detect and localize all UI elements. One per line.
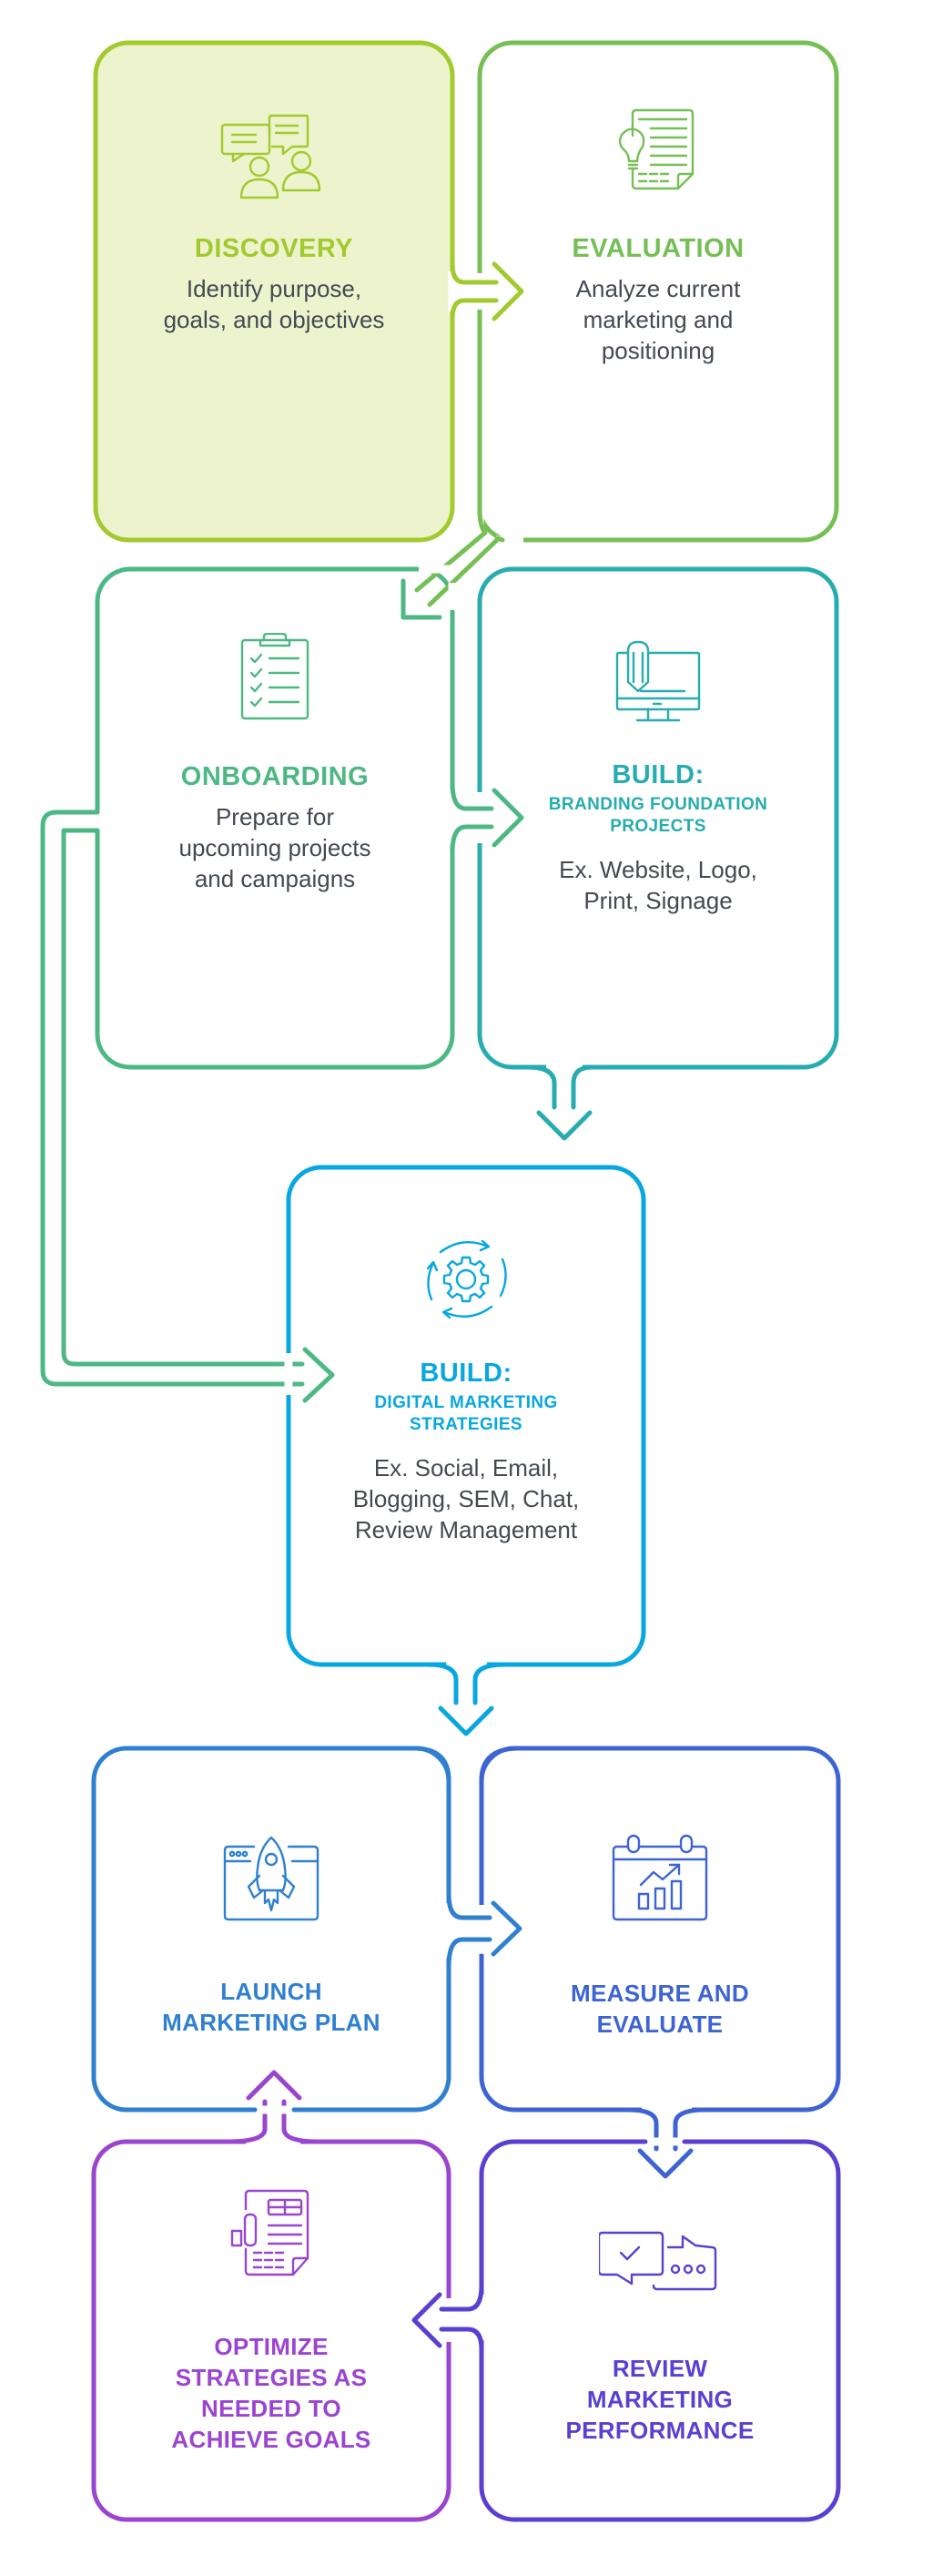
description-line: positioning <box>601 337 715 364</box>
subtitle-line: DIGITAL MARKETING <box>374 1393 558 1412</box>
description-line: and campaigns <box>194 865 356 892</box>
connector-build-branding-build-digital <box>571 1064 594 1110</box>
connector-launch-measure <box>446 1891 492 1920</box>
arrow-head-up <box>246 2070 302 2101</box>
step-title: BUILD: <box>420 1359 512 1388</box>
connector-evaluation-onboarding <box>414 507 488 593</box>
connector-launch-measure <box>446 1937 492 1970</box>
step-measure: MEASURE AND EVALUATE <box>482 1748 838 2110</box>
arrow-head-left <box>411 2292 442 2348</box>
subtitle-line: PROJECTS <box>610 817 706 836</box>
title-line: MEASURE AND <box>571 1980 749 2007</box>
step-title: ONBOARDING <box>180 762 370 791</box>
description-line: upcoming projects <box>178 834 371 861</box>
browser-rocket-icon <box>223 1836 319 1928</box>
description-line: Ex. Social, Email, <box>373 1454 559 1481</box>
connector-evaluation-onboarding <box>427 536 505 607</box>
connector-review-optimize <box>439 2327 484 2352</box>
description-line: Analyze current <box>575 275 741 302</box>
title-line: PERFORMANCE <box>565 2417 755 2444</box>
step-description: Analyze current marketing and positionin… <box>496 273 820 366</box>
connector-measure-review <box>673 2107 708 2152</box>
discussion-people-icon <box>219 114 329 206</box>
checklist-clipboard-icon <box>240 632 309 725</box>
arrow-head-down <box>438 1705 494 1736</box>
step-subtitle: DIGITAL MARKETING STRATEGIES <box>305 1392 627 1436</box>
document-lightbulb-icon <box>617 108 699 200</box>
description-line: Blogging, SEM, Chat, <box>352 1485 580 1512</box>
connector-onboarding-build-branding <box>450 824 494 855</box>
description-line: Review Management <box>354 1516 578 1543</box>
step-description: Ex. Social, Email, Blogging, SEM, Chat, … <box>305 1452 627 1545</box>
step-title: DISCOVERY <box>194 234 354 263</box>
calendar-chart-icon <box>612 1834 708 1928</box>
connector-optimize-launch <box>281 2099 321 2144</box>
step-launch: LAUNCH MARKETING PLAN <box>94 1748 449 2110</box>
connector-onboarding-build-digital <box>40 799 305 1387</box>
step-description: Identify purpose, goals, and objectives <box>112 273 436 335</box>
step-title: MEASURE AND EVALUATE <box>498 1978 822 2040</box>
arrow-head-down <box>637 2148 694 2179</box>
connector-discovery-evaluation <box>450 298 499 321</box>
description-line: marketing and <box>583 306 734 333</box>
connector-discovery-evaluation <box>450 261 499 285</box>
title-line: MARKETING <box>586 2386 734 2413</box>
step-title: OPTIMIZE STRATEGIES AS NEEDED TO ACHIEVE… <box>110 2331 432 2455</box>
title-line: EVALUATE <box>596 2011 724 2038</box>
description-line: Ex. Website, Logo, <box>559 856 757 883</box>
arrow-head-right <box>302 1347 335 1403</box>
subtitle-line: BRANDING FOUNDATION <box>548 795 768 814</box>
monitor-pencil-icon <box>615 640 701 732</box>
connector-build-branding-build-digital <box>525 1064 557 1110</box>
description-line: Print, Signage <box>583 887 733 914</box>
arrow-head-down-left <box>401 578 442 620</box>
step-discovery: DISCOVERY Identify purpose, goals, and o… <box>96 43 452 540</box>
step-build-digital: BUILD: DIGITAL MARKETING STRATEGIES Ex. … <box>289 1167 644 1665</box>
chat-review-icon <box>597 2231 721 2296</box>
connector-build-digital-launch <box>425 1662 459 1705</box>
description-line: goals, and objectives <box>163 306 385 333</box>
step-title: LAUNCH MARKETING PLAN <box>110 1976 432 2038</box>
edge <box>411 1746 451 1783</box>
title-line: MARKETING PLAN <box>162 2009 380 2036</box>
edge <box>479 1746 522 1783</box>
connector-review-optimize <box>439 2283 484 2312</box>
step-build-branding: BUILD: BRANDING FOUNDATION PROJECTS Ex. … <box>480 569 837 1067</box>
step-title: BUILD: <box>612 760 705 789</box>
step-title: REVIEW MARKETING PERFORMANCE <box>498 2353 822 2446</box>
title-line: ACHIEVE GOALS <box>171 2426 371 2453</box>
step-title: EVALUATION <box>572 234 745 263</box>
step-onboarding: ONBOARDING Prepare for upcoming projects… <box>97 569 452 1067</box>
arrow-head-right <box>491 1900 522 1957</box>
title-line: OPTIMIZE <box>214 2333 329 2360</box>
description-line: Identify purpose, <box>186 275 362 302</box>
title-line: REVIEW <box>612 2355 708 2382</box>
subtitle-line: STRATEGIES <box>410 1415 522 1434</box>
connector-build-digital-launch <box>472 1662 508 1705</box>
step-description: Prepare for upcoming projects and campai… <box>114 801 436 894</box>
description-line: Prepare for <box>215 803 335 830</box>
connector-optimize-launch <box>225 2099 268 2144</box>
step-optimize: OPTIMIZE STRATEGIES AS NEEDED TO ACHIEVE… <box>94 2142 449 2520</box>
connector-onboarding-build-digital <box>61 828 305 1367</box>
arrow-head-down <box>536 1110 593 1141</box>
step-subtitle: BRANDING FOUNDATION PROJECTS <box>496 794 820 838</box>
title-line: STRATEGIES AS <box>175 2364 368 2391</box>
step-description: Ex. Website, Logo, Print, Signage <box>496 854 820 916</box>
title-line: LAUNCH <box>220 1978 322 2005</box>
connector-onboarding-build-branding <box>450 780 494 811</box>
connector-measure-review <box>625 2107 659 2152</box>
step-review: REVIEW MARKETING PERFORMANCE <box>482 2142 838 2520</box>
arrow-head-right <box>492 261 524 321</box>
gear-cycle-icon <box>422 1236 510 1328</box>
step-evaluation: EVALUATION Analyze current marketing and… <box>480 43 837 540</box>
title-line: NEEDED TO <box>201 2395 341 2422</box>
arrow-head-right <box>492 788 524 848</box>
report-document-icon <box>230 2189 312 2283</box>
